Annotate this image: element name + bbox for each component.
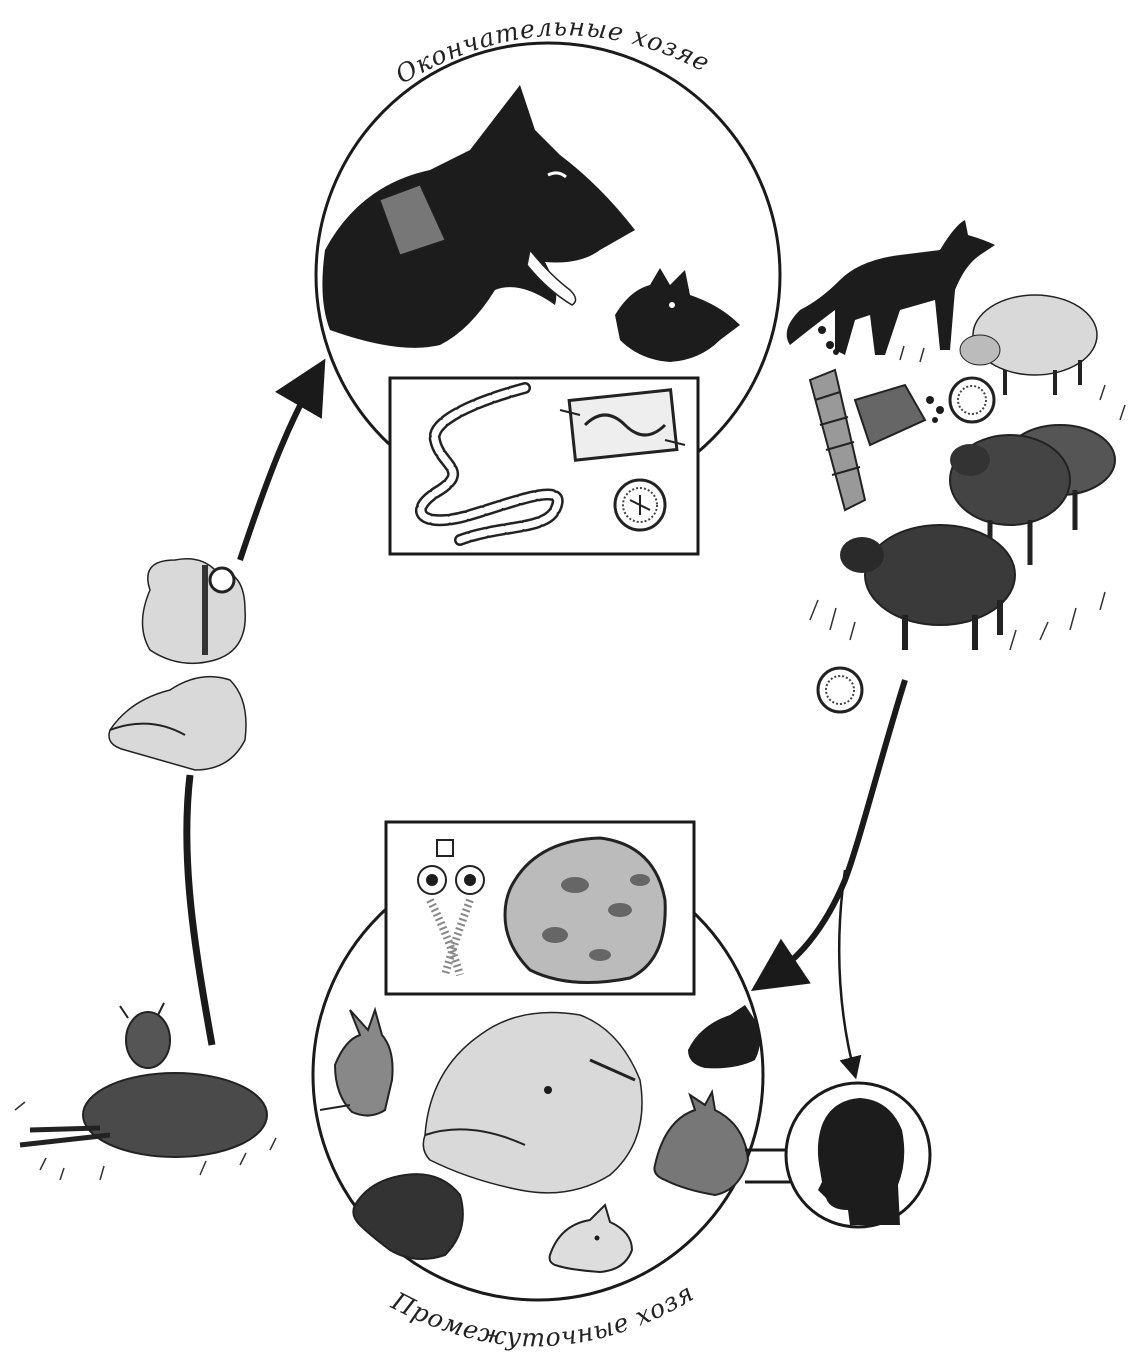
arrow-to-intermediate-hosts: [760, 680, 905, 985]
liver-cyst-icon: [143, 559, 246, 664]
human-host-circle: [745, 1083, 930, 1227]
egg-icon: [950, 378, 994, 422]
proglottid-icon: [560, 390, 685, 460]
egg-icon: [818, 668, 862, 712]
dog-head-icon: [322, 85, 635, 348]
lamb-icon: [15, 1003, 276, 1180]
sheep-head-icon: [109, 677, 246, 770]
sheep-icon: [840, 525, 1015, 650]
camel-icon: [353, 1174, 463, 1259]
sheep-icon: [423, 1013, 642, 1193]
wolf-icon: [787, 220, 995, 355]
hydatid-cyst-panel: [386, 822, 694, 994]
wolf-head-icon: [615, 268, 740, 362]
pig-icon: [550, 1205, 632, 1272]
definitive-hosts-label: Окончательные хозяева: [0, 0, 715, 89]
cow-icon: [688, 1005, 760, 1068]
cow-icon: [654, 1092, 748, 1195]
arrow-to-human: [839, 870, 855, 1075]
goat-icon: [320, 1010, 393, 1116]
pasture-scene: [787, 220, 1125, 650]
adult-tapeworm-panel: [390, 378, 698, 554]
egg-cluster: [855, 385, 944, 445]
arrow-to-definitive-hosts: [240, 368, 320, 560]
proglottid-icon: [810, 370, 865, 510]
arrow-lamb-to-organ: [187, 775, 212, 1045]
egg-icon: [615, 480, 665, 530]
